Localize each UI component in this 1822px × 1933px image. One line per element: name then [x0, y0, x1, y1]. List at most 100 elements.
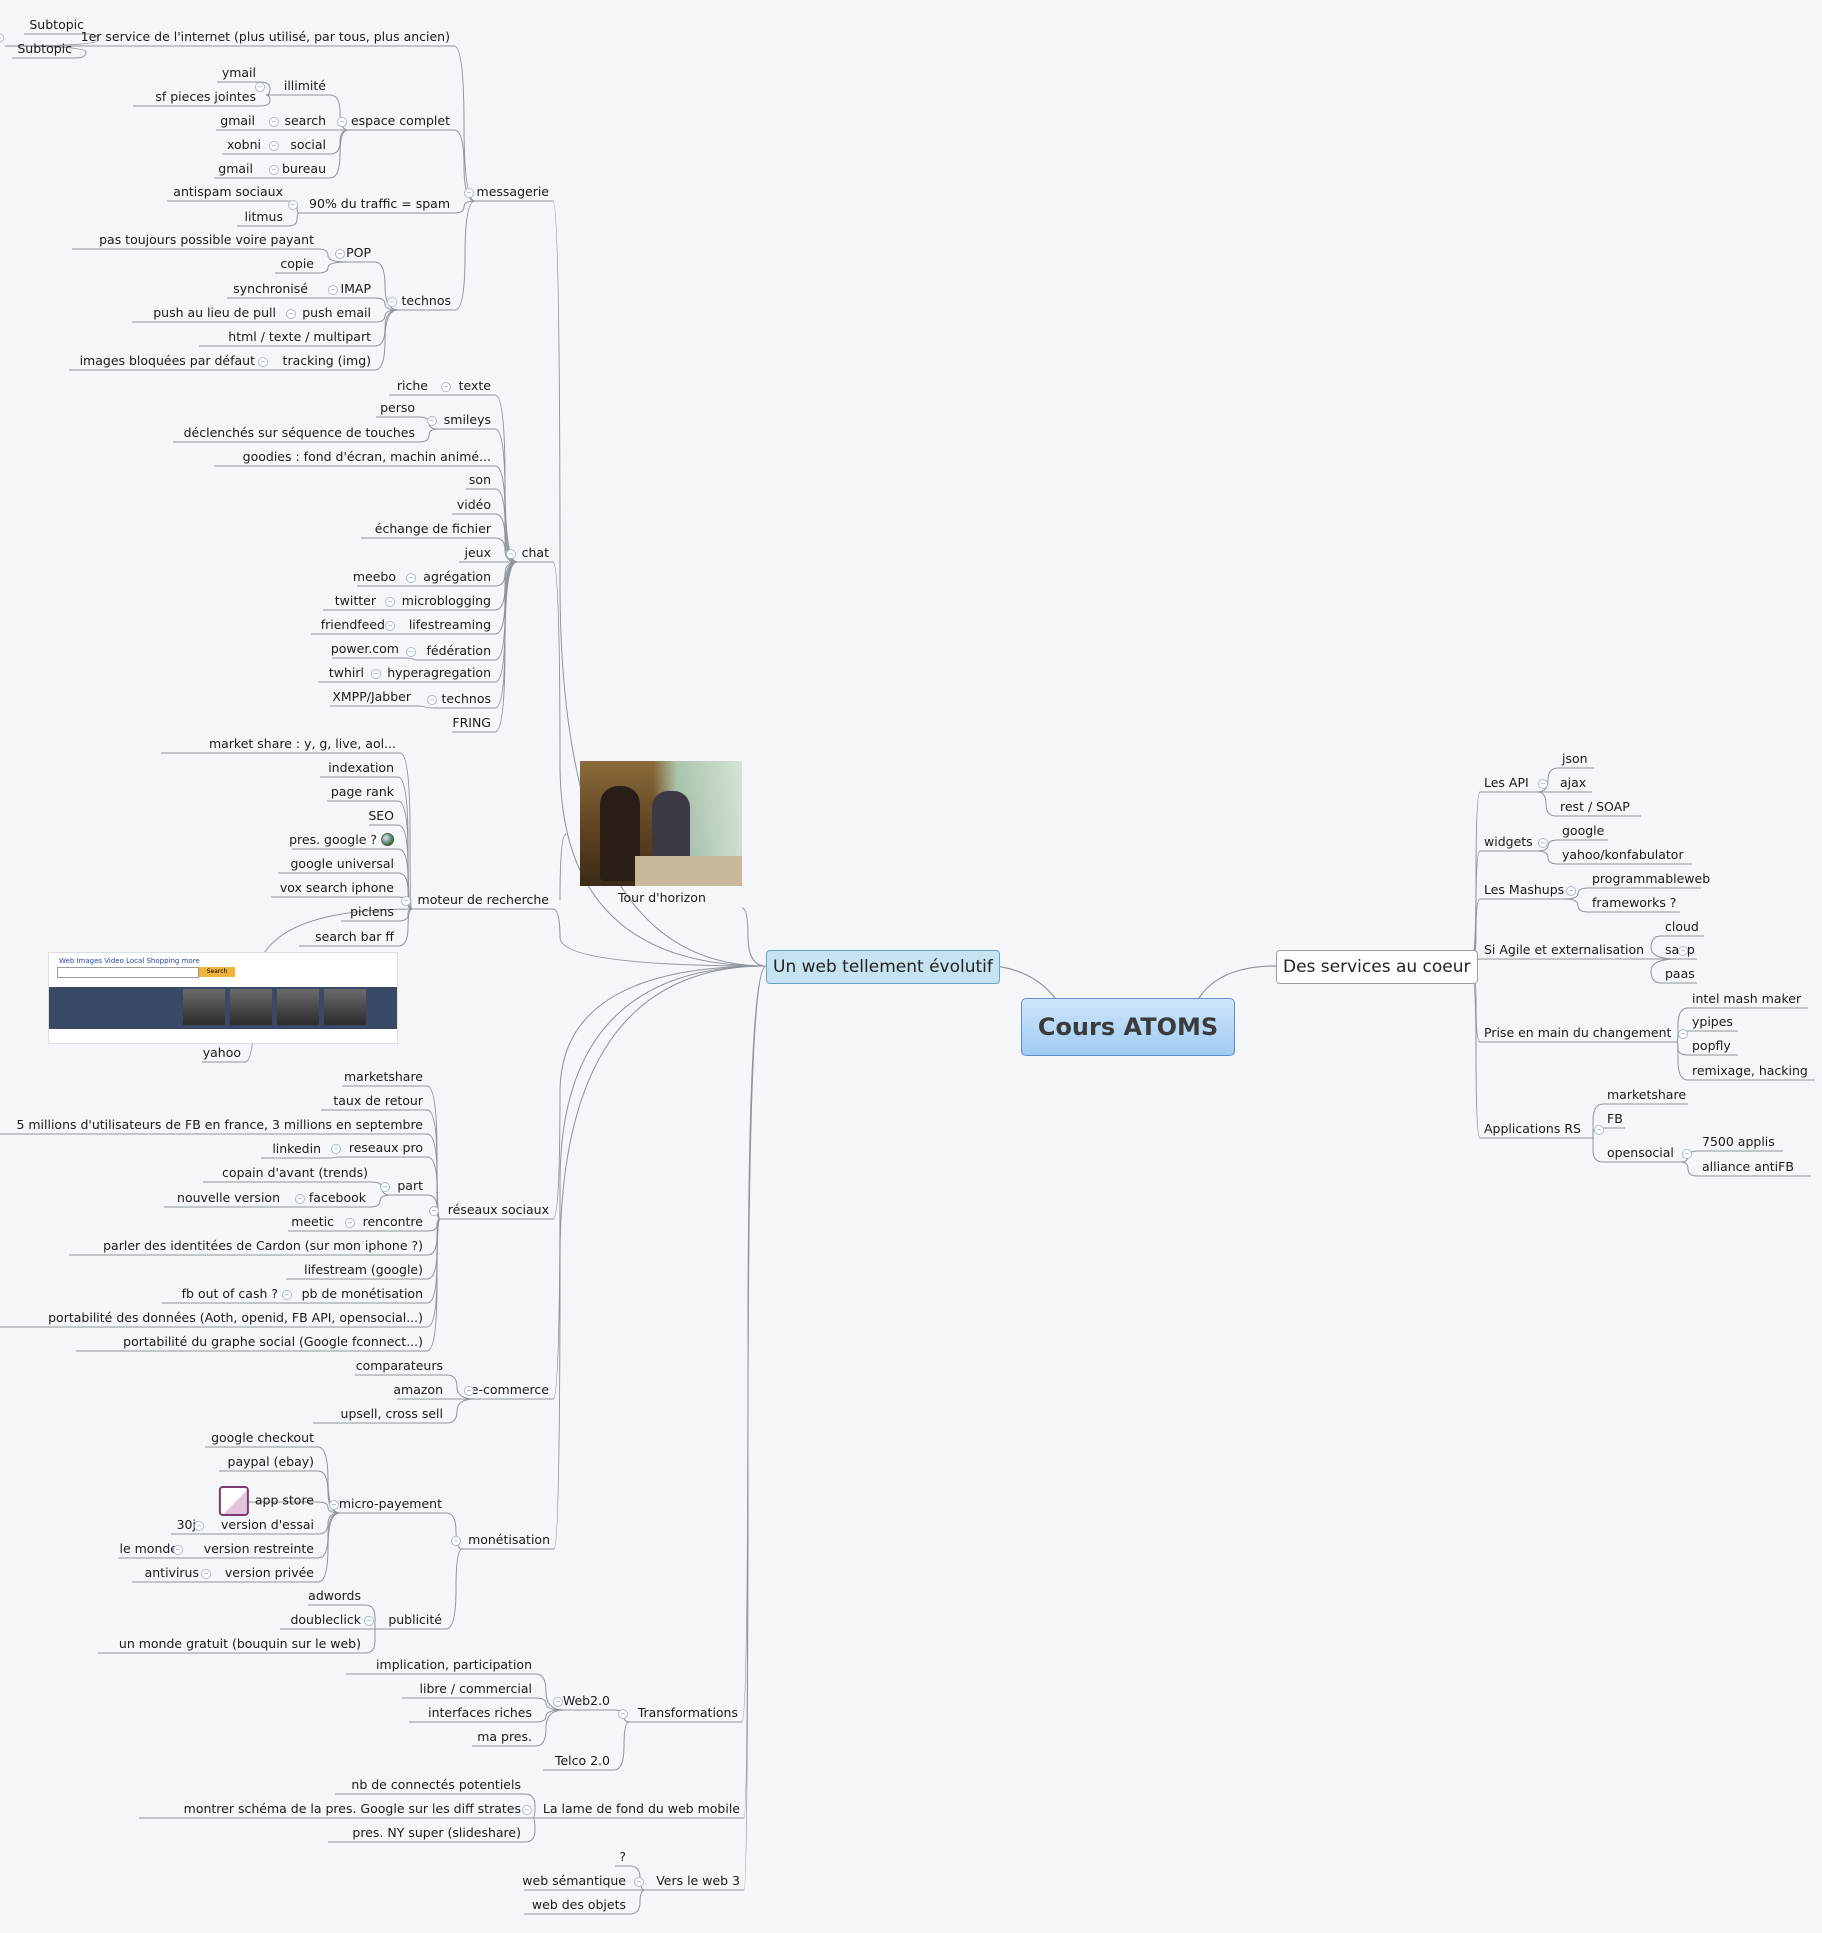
node-technos2[interactable]: technos	[442, 692, 491, 706]
node-interfaces[interactable]: interfaces riches	[428, 1706, 532, 1720]
collapse-toggle-icon[interactable]: −	[329, 1500, 339, 1510]
collapse-toggle-icon[interactable]: −	[429, 1206, 439, 1216]
node-bureau[interactable]: bureau	[282, 162, 326, 176]
node-smileys[interactable]: smileys	[444, 413, 491, 427]
node-service1[interactable]: 1er service de l'internet (plus utilisé,…	[81, 30, 450, 44]
collapse-toggle-icon[interactable]: −	[282, 1290, 292, 1300]
collapse-toggle-icon[interactable]: −	[328, 285, 338, 295]
node-goodies[interactable]: goodies : fond d'écran, machin animé...	[243, 450, 491, 464]
collapse-toggle-icon[interactable]: −	[371, 669, 381, 679]
collapse-toggle-icon[interactable]: −	[406, 573, 416, 583]
node-paas[interactable]: paas	[1665, 967, 1695, 981]
node-yahoo[interactable]: yahoo	[203, 1046, 241, 1060]
node-search[interactable]: search	[284, 114, 326, 128]
node-ajax[interactable]: ajax	[1560, 776, 1586, 790]
node-paspossible[interactable]: pas toujours possible voire payant	[99, 233, 314, 247]
node-reseauxsociaux[interactable]: réseaux sociaux	[448, 1203, 549, 1217]
collapse-toggle-icon[interactable]: −	[441, 382, 451, 392]
node-fb[interactable]: FB	[1607, 1112, 1623, 1126]
node-lame[interactable]: La lame de fond du web mobile	[543, 1802, 740, 1816]
node-reseauxpro[interactable]: reseaux pro	[349, 1141, 423, 1155]
node-prise[interactable]: Prise en main du changement	[1484, 1026, 1671, 1040]
node-googlecheckout[interactable]: google checkout	[211, 1431, 314, 1445]
node-implication[interactable]: implication, participation	[376, 1658, 532, 1672]
node-microblogging[interactable]: microblogging	[402, 594, 491, 608]
node-echange[interactable]: échange de fichier	[375, 522, 491, 536]
collapse-toggle-icon[interactable]: −	[1678, 1029, 1688, 1039]
node-chat[interactable]: chat	[522, 546, 549, 560]
node-jeux[interactable]: jeux	[465, 546, 491, 560]
collapse-toggle-icon[interactable]: −	[634, 1877, 644, 1887]
node-gmail2[interactable]: gmail	[218, 162, 253, 176]
node-json[interactable]: json	[1562, 752, 1588, 766]
collapse-toggle-icon[interactable]: −	[286, 309, 296, 319]
node-indexation[interactable]: indexation	[328, 761, 394, 775]
node-subtopic1[interactable]: Subtopic	[29, 18, 84, 32]
node-web20[interactable]: Web2.0	[563, 1694, 610, 1708]
node-subtopic2[interactable]: Subtopic	[17, 42, 72, 56]
node-mashups[interactable]: Les Mashups	[1484, 883, 1564, 897]
collapse-toggle-icon[interactable]: −	[385, 597, 395, 607]
node-technos1[interactable]: technos	[402, 294, 451, 308]
node-rest[interactable]: rest / SOAP	[1560, 800, 1630, 814]
node-gmail1[interactable]: gmail	[220, 114, 255, 128]
collapse-toggle-icon[interactable]: −	[201, 1569, 211, 1579]
node-voxsearch[interactable]: vox search iphone	[280, 881, 394, 895]
node-adwords[interactable]: adwords	[308, 1589, 361, 1603]
node-pbmonetisation[interactable]: pb de monétisation	[302, 1287, 423, 1301]
node-social[interactable]: social	[290, 138, 326, 152]
collapse-toggle-icon[interactable]: −	[522, 1805, 532, 1815]
node-applis[interactable]: 7500 applis	[1702, 1135, 1775, 1149]
node-remixage[interactable]: remixage, hacking	[1692, 1064, 1808, 1078]
node-presny[interactable]: pres. NY super (slideshare)	[352, 1826, 521, 1840]
node-tauxretour[interactable]: taux de retour	[333, 1094, 423, 1108]
node-transformations[interactable]: Transformations	[638, 1706, 738, 1720]
collapse-toggle-icon[interactable]: −	[427, 416, 437, 426]
collapse-toggle-icon[interactable]: −	[269, 165, 279, 175]
node-copain[interactable]: copain d'avant (trends)	[222, 1166, 368, 1180]
node-xobni[interactable]: xobni	[227, 138, 261, 152]
node-hyperagregation[interactable]: hyperagregation	[387, 666, 491, 680]
node-cloud[interactable]: cloud	[1665, 920, 1699, 934]
node-paypal[interactable]: paypal (ebay)	[228, 1455, 314, 1469]
node-trentej[interactable]: 30j	[177, 1518, 196, 1532]
node-lifestream[interactable]: lifestream (google)	[304, 1263, 423, 1277]
node-twitter[interactable]: twitter	[335, 594, 376, 608]
node-linkedin[interactable]: linkedin	[272, 1142, 321, 1156]
node-xmpp[interactable]: XMPP/Jabber	[332, 690, 411, 704]
node-rencontre[interactable]: rencontre	[363, 1215, 423, 1229]
main-topic-services[interactable]: Des services au coeur	[1276, 950, 1478, 984]
collapse-toggle-icon[interactable]: −	[295, 1194, 305, 1204]
collapse-toggle-icon[interactable]: −	[618, 1709, 628, 1719]
node-comparateurs[interactable]: comparateurs	[356, 1359, 443, 1373]
node-publicite[interactable]: publicité	[388, 1613, 442, 1627]
node-sfpieces[interactable]: sf pieces jointes	[155, 90, 256, 104]
node-declenches[interactable]: déclenchés sur séquence de touches	[184, 426, 415, 440]
node-applications[interactable]: Applications RS	[1484, 1122, 1581, 1136]
collapse-toggle-icon[interactable]: −	[380, 1182, 390, 1192]
node-meetic[interactable]: meetic	[291, 1215, 334, 1229]
node-frameworks[interactable]: frameworks ?	[1592, 896, 1676, 910]
node-micropayement[interactable]: micro-payement	[339, 1497, 442, 1511]
node-tracking[interactable]: tracking (img)	[283, 354, 371, 368]
node-pushlieu[interactable]: push au lieu de pull	[153, 306, 276, 320]
collapse-toggle-icon[interactable]: −	[1566, 886, 1576, 896]
node-pop[interactable]: POP	[346, 246, 371, 260]
node-powercom[interactable]: power.com	[331, 642, 399, 656]
collapse-toggle-icon[interactable]: −	[464, 1386, 474, 1396]
collapse-toggle-icon[interactable]: −	[269, 141, 279, 151]
node-monetisation[interactable]: monétisation	[468, 1533, 550, 1547]
collapse-toggle-icon[interactable]: −	[1594, 1125, 1604, 1135]
collapse-toggle-icon[interactable]: −	[335, 249, 345, 259]
collapse-toggle-icon[interactable]: −	[288, 200, 298, 210]
node-federation[interactable]: fédération	[427, 644, 491, 658]
collapse-toggle-icon[interactable]: −	[553, 1697, 563, 1707]
node-ypipes[interactable]: ypipes	[1692, 1015, 1733, 1029]
collapse-toggle-icon[interactable]: −	[427, 695, 437, 705]
node-websemantique[interactable]: web sémantique	[522, 1874, 626, 1888]
node-marketshare3[interactable]: marketshare	[1607, 1088, 1686, 1102]
node-lifestreaming[interactable]: lifestreaming	[409, 618, 491, 632]
node-webobjets[interactable]: web des objets	[532, 1898, 626, 1912]
node-pushemail[interactable]: push email	[302, 306, 371, 320]
node-pagerank[interactable]: page rank	[331, 785, 394, 799]
